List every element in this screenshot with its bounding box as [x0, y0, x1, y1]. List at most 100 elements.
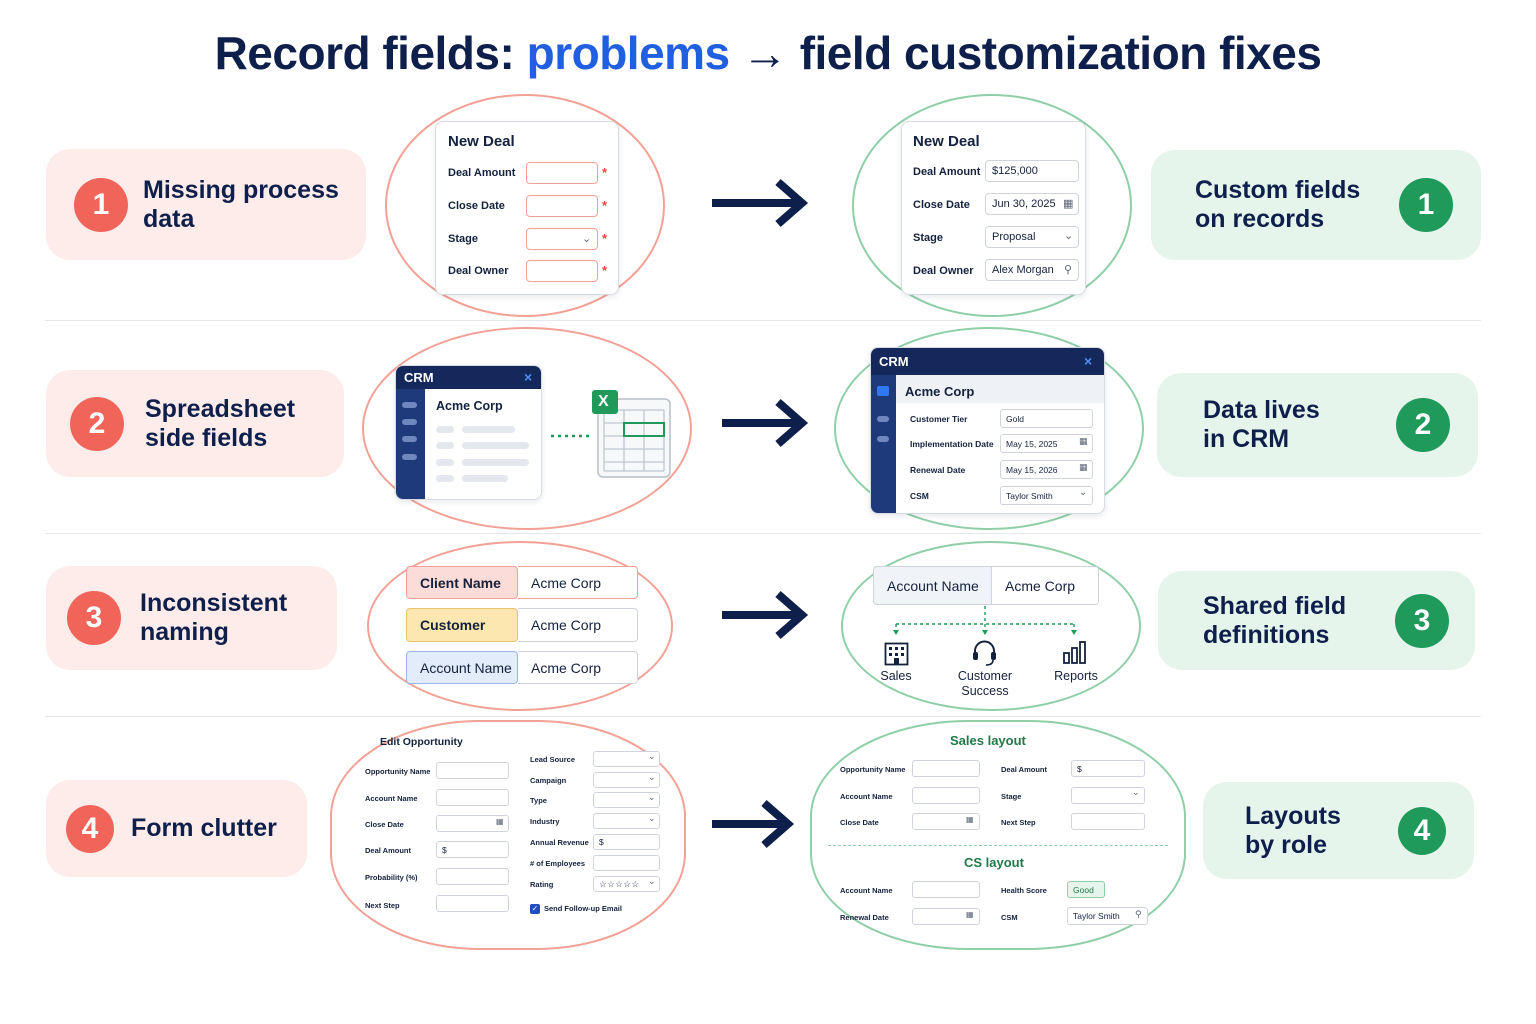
- fix-pill-3: Shared field definitions 3: [1158, 571, 1475, 670]
- calendar-icon: ▦: [966, 815, 974, 824]
- placeholder-line: [462, 475, 508, 482]
- crm-window-expanded: CRM × Acme Corp Customer Tier Gold Imple…: [870, 347, 1105, 514]
- renewal-date-field[interactable]: May 15, 2026: [1000, 460, 1093, 479]
- field-label: Deal Amount: [1001, 765, 1047, 774]
- form-title: New Deal: [448, 133, 515, 150]
- stage-select[interactable]: Proposal: [985, 226, 1079, 248]
- employees-input[interactable]: [593, 855, 660, 871]
- user-icon: ⚲: [1064, 264, 1073, 276]
- page-title: Record fields: problems → field customiz…: [214, 27, 1322, 79]
- cs-layout-title: CS layout: [964, 855, 1024, 870]
- deal-owner-input[interactable]: Alex Morgan: [985, 259, 1079, 281]
- dotted-link: [551, 434, 589, 438]
- field-label: Deal Amount: [448, 167, 516, 179]
- deal-amount-input[interactable]: $125,000: [985, 160, 1079, 182]
- csm-select[interactable]: Taylor Smith: [1000, 486, 1093, 505]
- field-label: Close Date: [840, 818, 879, 827]
- chevron-down-icon: ⌄: [648, 792, 656, 802]
- user-icon: ⚲: [1135, 909, 1142, 919]
- nav-item: [402, 402, 417, 408]
- field-label: Industry: [530, 817, 560, 826]
- type-select[interactable]: [593, 792, 660, 808]
- shared-connector: [893, 606, 1077, 635]
- building-icon: [884, 642, 909, 666]
- industry-select[interactable]: [593, 813, 660, 829]
- calendar-icon: ▦: [1079, 436, 1088, 446]
- fix-label: Layouts by role: [1245, 801, 1341, 859]
- field-label: Lead Source: [530, 755, 576, 764]
- health-score-badge[interactable]: Good: [1067, 881, 1105, 898]
- chevron-down-icon: ⌄: [1132, 787, 1140, 797]
- chevron-down-icon: ⌄: [1079, 487, 1088, 498]
- problem-number: 3: [67, 591, 121, 645]
- implementation-date-field[interactable]: May 15, 2025: [1000, 434, 1093, 453]
- renewal-date-input[interactable]: [912, 908, 980, 925]
- record-header: [896, 375, 1104, 403]
- fix-pill-2: Data lives in CRM 2: [1157, 373, 1478, 477]
- probability-input[interactable]: [436, 868, 509, 885]
- account-name-input[interactable]: [436, 789, 509, 806]
- annual-revenue-input[interactable]: $: [593, 834, 660, 850]
- placeholder-line: [462, 442, 529, 449]
- chevron-down-icon: ⌄: [648, 876, 656, 886]
- follow-up-checkbox[interactable]: ✓: [530, 904, 540, 914]
- field-label: Deal Owner: [913, 265, 974, 277]
- deal-amount-input[interactable]: $: [1071, 760, 1145, 777]
- close-icon[interactable]: ×: [1084, 353, 1093, 369]
- field-label: Implementation Date: [910, 439, 994, 449]
- new-deal-form-empty: New Deal Deal Amount * Close Date * Stag…: [435, 121, 619, 295]
- account-name-input[interactable]: [912, 881, 980, 898]
- nav-item-active: [877, 386, 889, 396]
- placeholder-line: [462, 426, 515, 433]
- campaign-select[interactable]: [593, 772, 660, 788]
- required-mark: *: [602, 231, 608, 246]
- fix-label: Custom fields on records: [1195, 176, 1361, 233]
- field-label: Stage: [1001, 792, 1022, 801]
- close-date-input[interactable]: [526, 195, 598, 217]
- close-date-input[interactable]: Jun 30, 2025: [985, 193, 1079, 215]
- problem-pill-2: 2 Spreadsheet side fields: [46, 370, 344, 477]
- problem-label: Inconsistent naming: [140, 589, 288, 646]
- next-step-input[interactable]: [436, 895, 509, 912]
- new-deal-form-filled: New Deal Deal Amount $125,000 Close Date…: [901, 121, 1086, 295]
- problem-label: Form clutter: [131, 814, 277, 842]
- field-label: Rating: [530, 880, 554, 889]
- fix-number: 2: [1396, 398, 1450, 452]
- crm-window-small: CRM × Acme Corp: [395, 365, 542, 500]
- deal-amount-input[interactable]: [526, 162, 598, 184]
- field-label: Account Name: [840, 792, 893, 801]
- opportunity-name-input[interactable]: [436, 762, 509, 779]
- client-name-value: Acme Corp: [518, 566, 638, 599]
- field-label: Deal Amount: [365, 846, 411, 855]
- customer-tier-field[interactable]: Gold: [1000, 409, 1093, 428]
- field-label: Health Score: [1001, 886, 1047, 895]
- chevron-down-icon: ⌄: [648, 813, 656, 823]
- opportunity-name-input[interactable]: [912, 760, 980, 777]
- csm-input[interactable]: Taylor Smith: [1067, 907, 1148, 925]
- field-label: Annual Revenue: [530, 838, 589, 847]
- problem-pill-1: 1 Missing process data: [46, 149, 366, 260]
- next-step-input[interactable]: [1071, 813, 1145, 830]
- nav-item: [877, 416, 889, 422]
- form-title: Edit Opportunity: [380, 736, 463, 748]
- stage-select[interactable]: [1071, 787, 1145, 804]
- close-icon[interactable]: ×: [524, 369, 533, 385]
- fix-label: Data lives in CRM: [1203, 396, 1320, 453]
- deal-amount-input[interactable]: $: [436, 841, 509, 858]
- arrow-right-icon: [712, 799, 795, 849]
- required-mark: *: [602, 165, 608, 180]
- nav-item: [402, 454, 417, 460]
- close-date-input[interactable]: [436, 815, 509, 832]
- field-label: Opportunity Name: [365, 767, 431, 776]
- fix-number: 1: [1399, 178, 1453, 232]
- sales-layout-title: Sales layout: [950, 733, 1026, 748]
- client-name-label: Client Name: [406, 566, 518, 599]
- deal-owner-input[interactable]: [526, 260, 598, 282]
- crm-sidebar: [871, 375, 896, 513]
- rating-select[interactable]: ☆☆☆☆☆: [593, 876, 660, 892]
- arrow-right-icon: [722, 590, 809, 640]
- close-date-input[interactable]: [912, 813, 980, 830]
- account-name-input[interactable]: [912, 787, 980, 804]
- stage-select[interactable]: [526, 228, 598, 250]
- lead-source-select[interactable]: [593, 751, 660, 767]
